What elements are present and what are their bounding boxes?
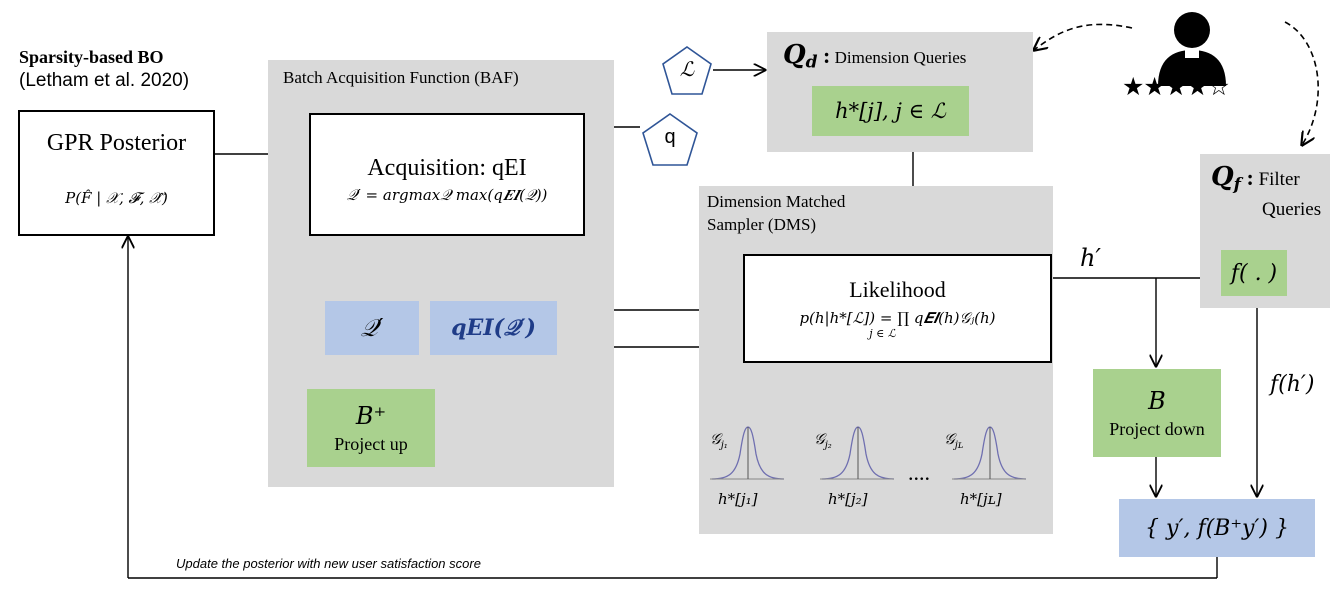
likelihood-box: Likelihood p(h|h*[ℒ]) = ∏ q𝑬𝑰(h)𝒢ⱼ(h) j … <box>743 254 1052 363</box>
qf-header: Qf : Filter <box>1211 162 1300 195</box>
likelihood-formula: p(h|h*[ℒ]) = ∏ q𝑬𝑰(h)𝒢ⱼ(h) <box>799 309 996 327</box>
q-prime-box: 𝒬′ <box>325 301 419 355</box>
rating-stars-icon: ★★★★☆ <box>1122 73 1230 101</box>
result-box: { y′, f(B⁺y′) } <box>1119 499 1315 557</box>
qd-colon: : <box>817 43 831 68</box>
f-box: f( . ) <box>1221 250 1287 296</box>
header-title: Sparsity-based BO <box>19 47 164 67</box>
gaussian-3-g: 𝒢jʟ <box>944 430 964 451</box>
acquisition-title: Acquisition: qEI <box>367 155 527 181</box>
l-pentagon-label: ℒ <box>679 57 695 81</box>
project-up-label: Project up <box>334 433 408 454</box>
h-prime-label: h′ <box>1080 244 1101 272</box>
dms-label-line2: Sampler (DMS) <box>707 215 817 234</box>
qd-symbol: Q <box>783 40 806 70</box>
b-project-down-box: B Project down <box>1093 369 1221 457</box>
l-pentagon-icon: ℒ <box>660 45 714 97</box>
b-dagger-box: B⁺ Project up <box>307 389 435 467</box>
gaussian-ellipsis: .... <box>908 460 930 485</box>
gpr-formula: P(F̂ | 𝒳, 𝓕, 𝒳̂) <box>65 189 168 207</box>
f-h-prime-label: f(h′) <box>1270 372 1315 397</box>
qf-subscript: f <box>1233 174 1241 195</box>
header-citation: (Letham et al. 2020) <box>19 70 190 91</box>
q-pentagon-icon: q <box>640 112 700 168</box>
gaussian-3: 𝒢jʟ h*[jʟ] <box>944 424 1028 516</box>
qf-label-line2: Queries <box>1262 199 1322 220</box>
qei-label: q𝑬𝑰(𝒬′) <box>451 315 536 341</box>
qd-header: Qd : Dimension Queries <box>783 40 966 72</box>
result-label: { y′, f(B⁺y′) } <box>1145 515 1289 541</box>
gaussian-3-h: h*[jʟ] <box>960 490 1002 508</box>
qd-subscript: d <box>805 52 818 73</box>
gpr-posterior-box: GPR Posterior P(F̂ | 𝒳, 𝓕, 𝒳̂) <box>18 110 215 236</box>
qei-box: q𝑬𝑰(𝒬′) <box>430 301 557 355</box>
dms-label-line1: Dimension Matched <box>707 192 846 211</box>
f-box-label: f( . ) <box>1230 260 1278 286</box>
gaussian-1-g: 𝒢j₁ <box>710 430 728 451</box>
gaussian-2: 𝒢j₂ h*[j₂] <box>814 424 896 516</box>
qf-colon: : <box>1240 165 1254 190</box>
gaussian-2-h: h*[j₂] <box>828 490 868 508</box>
gaussian-curve-3 <box>952 426 1027 480</box>
b-dagger-label: B⁺ <box>355 401 387 430</box>
gaussian-1-h: h*[j₁] <box>718 490 758 508</box>
baf-label: Batch Acquisition Function (BAF) <box>283 68 519 87</box>
q-pentagon-label: q <box>664 126 676 148</box>
gpr-title: GPR Posterior <box>46 130 187 156</box>
gaussian-curve-2 <box>820 426 895 480</box>
q-prime-label: 𝒬′ <box>360 314 384 342</box>
project-down-label: Project down <box>1109 418 1205 439</box>
qd-formula-box: h*[j], j ∈ ℒ <box>812 86 969 136</box>
user-icon <box>1154 8 1230 86</box>
likelihood-subscript: j ∈ ℒ <box>869 327 896 340</box>
gaussian-1: 𝒢j₁ h*[j₁] <box>708 424 786 516</box>
gaussian-curve-1 <box>710 426 785 480</box>
qf-label-line1: Filter <box>1258 169 1300 190</box>
qd-label: Dimension Queries <box>834 48 967 67</box>
qf-symbol: Q <box>1211 162 1234 192</box>
likelihood-title: Likelihood <box>849 277 946 302</box>
qd-formula: h*[j], j ∈ ℒ <box>835 99 946 123</box>
b-letter: B <box>1148 386 1166 415</box>
update-posterior-text: Update the posterior with new user satis… <box>176 556 481 571</box>
gaussian-2-g: 𝒢j₂ <box>814 430 832 451</box>
acquisition-box: Acquisition: qEI 𝒬′ = argmax𝒬 max(q𝑬𝑰(𝒬)… <box>309 113 585 236</box>
acquisition-formula: 𝒬′ = argmax𝒬 max(q𝑬𝑰(𝒬)) <box>346 186 548 204</box>
